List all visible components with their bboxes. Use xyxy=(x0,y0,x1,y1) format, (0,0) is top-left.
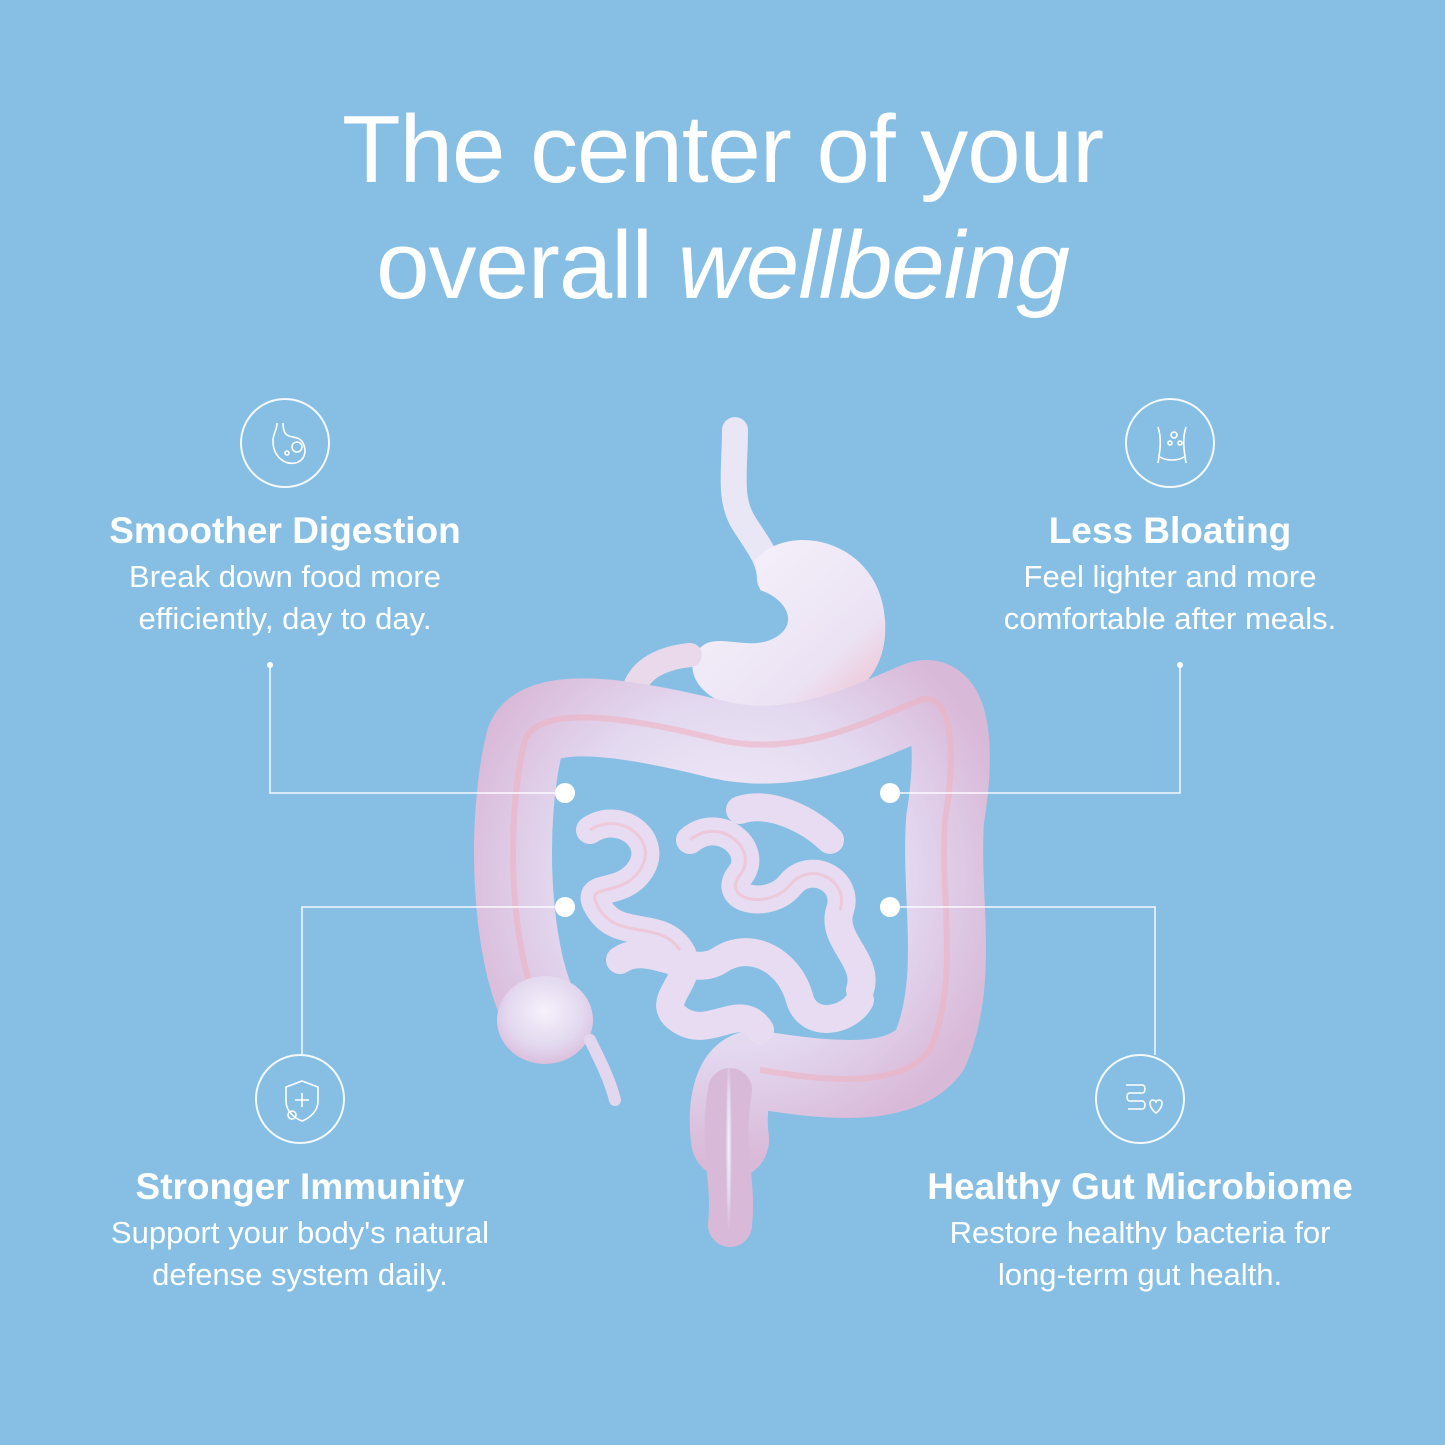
hotspot-microbiome xyxy=(880,897,900,917)
headline-line1: The center of your xyxy=(341,96,1104,203)
cecum xyxy=(497,976,593,1064)
shield-icon xyxy=(255,1054,345,1144)
immunity-text: Support your body's natural defense syst… xyxy=(110,1215,490,1292)
feature-digestion: Smoother Digestion Break down food more … xyxy=(60,398,510,640)
headline-emphasis: wellbeing xyxy=(677,212,1070,319)
stomach xyxy=(692,540,886,714)
connector-lines xyxy=(269,665,1181,1055)
hotspot-immunity xyxy=(555,897,575,917)
headline: The center of your overall wellbeing xyxy=(0,92,1445,324)
hotspot-bloating xyxy=(880,783,900,803)
microbiome-text: Restore healthy bacteria for long-term g… xyxy=(949,1215,1331,1292)
digestion-title: Smoother Digestion xyxy=(109,510,461,551)
rectum xyxy=(704,1068,754,1247)
bloating-title: Less Bloating xyxy=(1048,510,1292,551)
intestine-heart-icon xyxy=(1095,1054,1185,1144)
appendix xyxy=(584,1034,621,1106)
small-intestine xyxy=(576,793,876,1044)
stomach-icon xyxy=(240,398,330,488)
digestion-text: Break down food more efficiently, day to… xyxy=(129,559,441,636)
headline-line2-prefix: overall xyxy=(376,212,653,319)
microbiome-title: Healthy Gut Microbiome xyxy=(927,1166,1353,1207)
bloating-text: Feel lighter and more comfortable after … xyxy=(1003,559,1337,636)
feature-bloating: Less Bloating Feel lighter and more comf… xyxy=(945,398,1395,640)
feature-immunity: Stronger Immunity Support your body's na… xyxy=(60,1054,540,1296)
feature-microbiome: Healthy Gut Microbiome Restore healthy b… xyxy=(890,1054,1390,1296)
immunity-title: Stronger Immunity xyxy=(135,1166,465,1207)
belly-icon xyxy=(1125,398,1215,488)
hotspot-digestion xyxy=(555,783,575,803)
